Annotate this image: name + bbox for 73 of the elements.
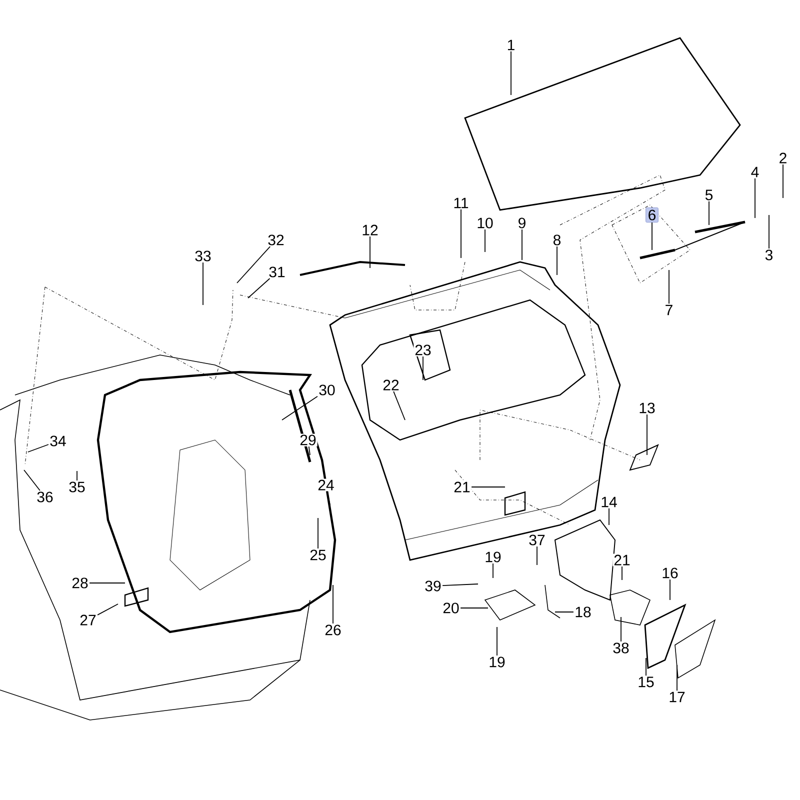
leader-line (236, 246, 271, 284)
callout-number: 4 (750, 166, 760, 178)
highlighted-callout-number: 6 (646, 208, 658, 222)
callout-number: 37 (528, 534, 546, 546)
callout-number: 35 (68, 480, 86, 494)
leader-line (646, 414, 648, 456)
callout-number: 18 (574, 606, 592, 618)
callout-number: 27 (78, 614, 98, 626)
callout-number: 9 (516, 216, 528, 230)
leader-line (24, 470, 40, 491)
leader-line (676, 664, 678, 692)
leader-line (97, 604, 118, 616)
callout-number: 20 (442, 602, 460, 614)
leader-line (608, 508, 610, 526)
callout-number: 3 (764, 248, 774, 262)
leader-line (556, 246, 558, 276)
callout-number: 25 (308, 548, 328, 562)
callout-number: 14 (600, 496, 618, 508)
leader-line (89, 582, 126, 584)
leader-line (754, 178, 756, 218)
leader-line (492, 563, 494, 578)
callout-number: 2 (778, 152, 788, 164)
callout-number: 17 (668, 690, 686, 704)
callout-number: 19 (488, 656, 506, 668)
callout-number: 24 (316, 478, 336, 492)
leader-line (308, 446, 310, 456)
leader-line (332, 584, 334, 624)
callout-number: 32 (266, 234, 286, 246)
callout-number: 15 (636, 676, 656, 688)
callout-number: 33 (194, 250, 212, 262)
callout-number: 5 (704, 188, 714, 202)
callout-number: 30 (318, 384, 336, 396)
leader-line (248, 278, 270, 298)
callout-number: 21 (612, 554, 632, 566)
callout-number: 36 (36, 490, 54, 504)
callout-number: 1 (506, 38, 516, 52)
callout-number: 29 (298, 434, 318, 446)
leader-line (460, 208, 462, 258)
leader-line (536, 546, 538, 566)
leader-line (782, 164, 784, 198)
leader-line (282, 396, 318, 420)
leader-line (668, 270, 670, 304)
leader-line (708, 200, 710, 226)
leader-line (768, 214, 770, 249)
leader-line (620, 616, 622, 642)
leader-line (326, 491, 330, 506)
leader-line (442, 584, 478, 586)
leader-line (422, 356, 424, 380)
callout-number: 28 (70, 576, 90, 590)
callout-number: 8 (552, 234, 562, 246)
callout-number: 22 (382, 378, 400, 392)
leader-line (496, 626, 498, 656)
leader-line (510, 50, 512, 96)
callout-number: 23 (414, 344, 432, 356)
callout-number: 21 (452, 480, 472, 494)
callout-number: 26 (324, 624, 342, 636)
callout-number: 31 (268, 266, 286, 278)
callout-number: 10 (476, 216, 494, 230)
callout-number: 11 (452, 196, 470, 210)
leader-line (202, 262, 204, 306)
callout-number: 12 (360, 224, 380, 236)
callout-number: 38 (612, 642, 630, 654)
leader-line (484, 229, 486, 252)
leader-line (28, 444, 49, 452)
leader-line (471, 486, 506, 488)
callout-number: 13 (638, 402, 656, 414)
callout-number: 16 (660, 566, 680, 580)
callout-number: 39 (424, 580, 442, 592)
leader-line (393, 391, 406, 420)
callout-number: 7 (664, 304, 674, 316)
leader-line (76, 470, 78, 481)
callout-number: 34 (48, 434, 68, 448)
callout-number: 19 (484, 550, 502, 564)
